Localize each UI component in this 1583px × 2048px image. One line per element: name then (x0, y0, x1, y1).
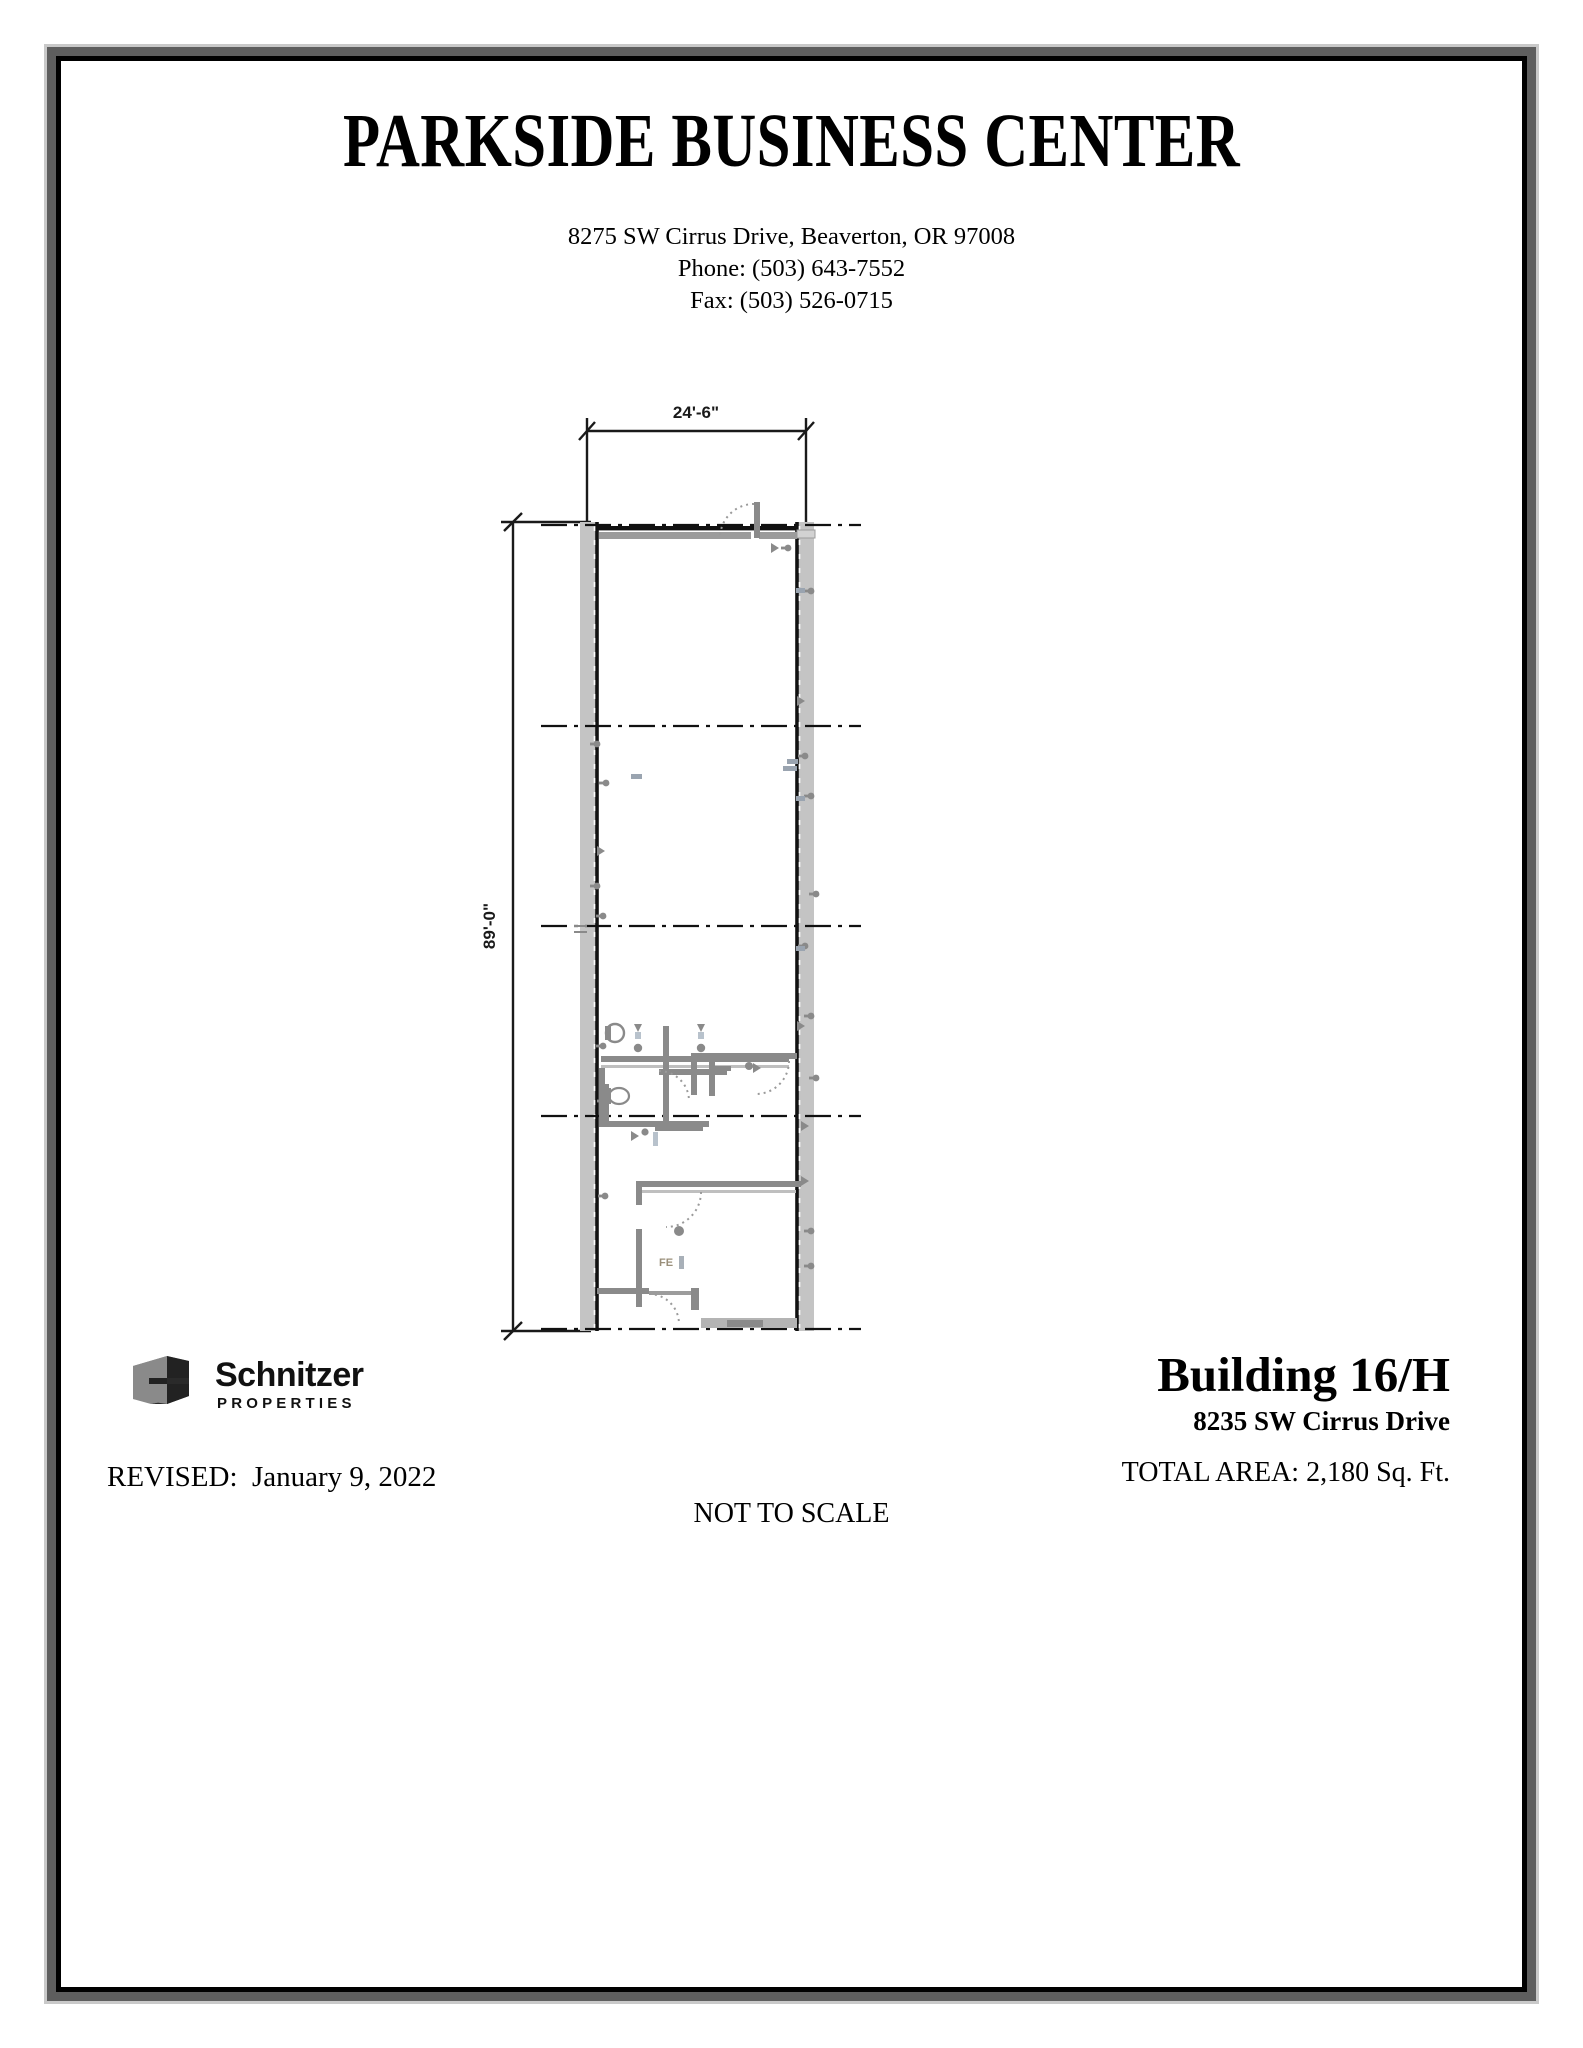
revised-date: January 9, 2022 (252, 1461, 437, 1493)
floor-plan-drawing: 24'-6" 89'-0" (391, 326, 1171, 1426)
building-name: Building 16/H (1157, 1347, 1450, 1402)
dimension-top-label: 24'-6" (673, 403, 719, 422)
company-address-block: 8275 SW Cirrus Drive, Beaverton, OR 9700… (61, 221, 1522, 317)
page-title: PARKSIDE BUSINESS CENTER (342, 99, 1241, 183)
phone-line: Phone: (503) 643-7552 (677, 254, 906, 282)
building-info-block: Building 16/H 8235 SW Cirrus Drive TOTAL… (1122, 1349, 1450, 1489)
address-line: 8275 SW Cirrus Drive, Beaverton, OR 9700… (567, 223, 1016, 250)
fire-extinguisher-marker: FE (659, 1256, 684, 1269)
dimension-left (501, 512, 591, 1341)
logo-wordmark: Schnitzer (215, 1356, 364, 1394)
schnitzer-properties-logo: Schnitzer PROPERTIES (127, 1352, 427, 1422)
revised-date-line: REVISED: January 9, 2022 (107, 1461, 436, 1494)
office-door-swings (648, 1060, 790, 1325)
fax-line: Fax: (503) 526-0715 (690, 286, 893, 314)
north-storefront-wall (597, 502, 816, 539)
revised-label: REVISED: (107, 1461, 238, 1493)
logo-subtitle: PROPERTIES (217, 1395, 356, 1412)
page-content-area: PARKSIDE BUSINESS CENTER 8275 SW Cirrus … (56, 56, 1527, 1992)
drawing-annotations (631, 588, 805, 951)
electrical-fixtures (574, 543, 820, 1270)
dimension-left-label: 89'-0" (480, 903, 499, 949)
page-border-mid: PARKSIDE BUSINESS CENTER 8275 SW Cirrus … (47, 47, 1536, 2001)
office-partitions (597, 1026, 801, 1328)
page-border-outer: PARKSIDE BUSINESS CENTER 8275 SW Cirrus … (44, 44, 1539, 2004)
grid-lines (541, 523, 861, 1331)
svg-text:FE: FE (659, 1257, 673, 1269)
building-total-area: TOTAL AREA: 2,180 Sq. Ft. (1121, 1457, 1450, 1489)
building-address: 8235 SW Cirrus Drive (1193, 1405, 1450, 1436)
schnitzer-s-mark (133, 1356, 189, 1404)
restroom-fixtures (603, 1022, 631, 1106)
light-fixtures (631, 1024, 761, 1236)
not-to-scale-note: NOT TO SCALE (693, 1498, 890, 1529)
